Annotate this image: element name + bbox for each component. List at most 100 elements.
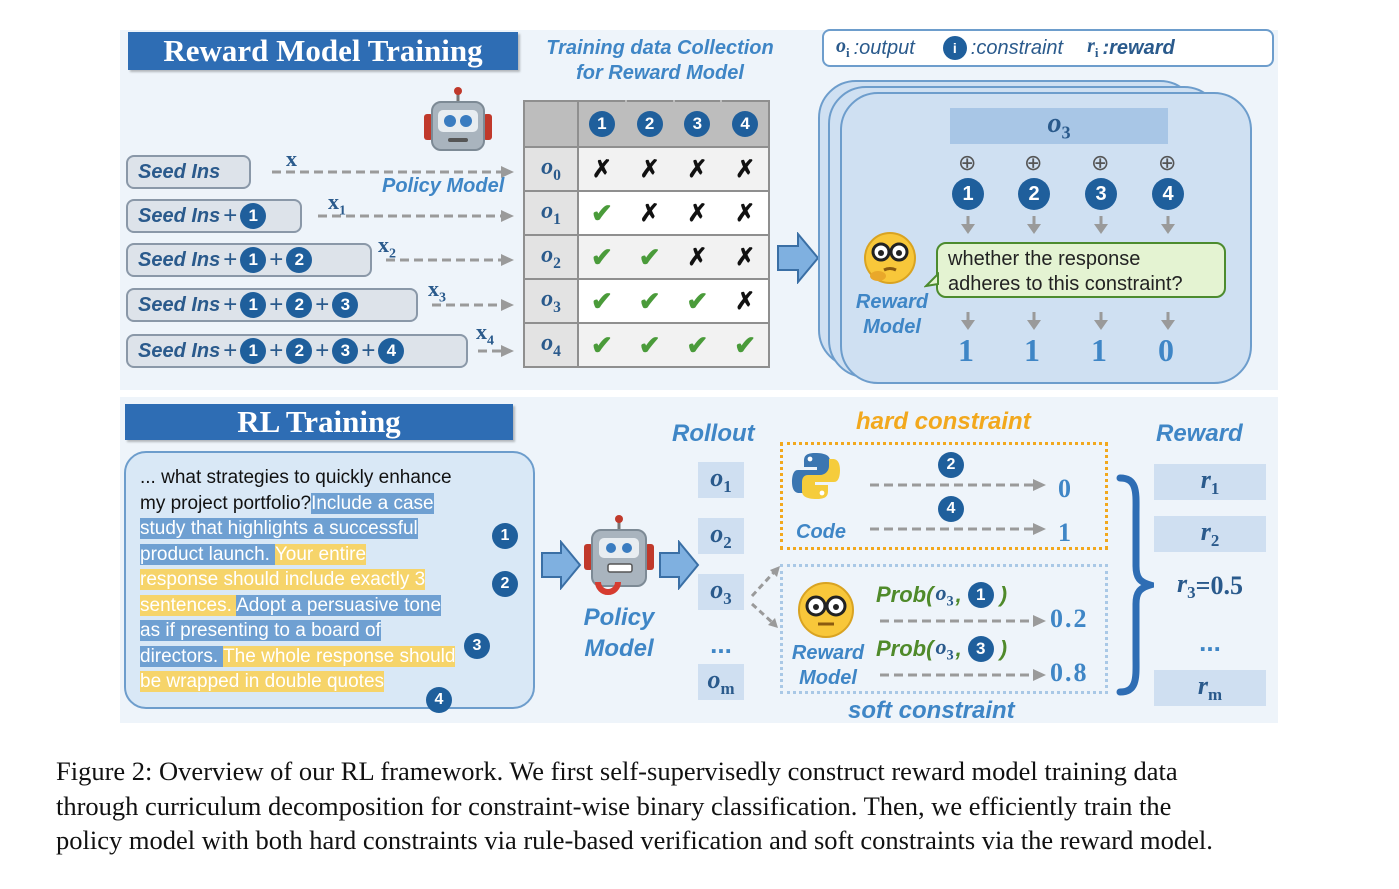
card-reward-model-label: Reward Model <box>855 291 929 338</box>
soft-reward-value: 0.8 <box>1050 658 1089 687</box>
rollout-output-symbol: o2 <box>710 518 732 553</box>
table-output-cell: o4 <box>523 322 579 368</box>
check-icon: ✔ <box>578 278 626 324</box>
legend-reward-text: :reward <box>1102 36 1175 59</box>
cross-icon: ✗ <box>721 278 770 324</box>
check-icon: ✔ <box>673 278 722 324</box>
constraint-number-icon: 1 <box>240 292 267 318</box>
table-header-cell: 2 <box>624 100 675 148</box>
constraint-number-icon: 4 <box>378 338 405 364</box>
caption-line-2: through curriculum decomposition for con… <box>56 790 1172 821</box>
reward-item: rm <box>1154 670 1266 706</box>
soft-reward-model-label: Reward Model <box>791 642 865 689</box>
prompt-text-plain: ... what strategies to quickly enhance <box>140 467 452 488</box>
constraint-result: 0 <box>1158 332 1174 368</box>
reward-value: =0.5 <box>1195 571 1243 600</box>
plus-sign: + <box>223 202 238 229</box>
output-symbol: o2 <box>541 242 561 272</box>
sunglasses-face-icon <box>796 580 856 640</box>
constraint-number-icon: 2 <box>1018 178 1050 210</box>
prompt-text-hard-highlight: Adopt a persuasive tone <box>236 594 442 616</box>
oplus-icon: ⊕ <box>1091 150 1110 175</box>
prompt-text-hard-highlight: product launch. <box>140 543 275 565</box>
prompt-line: study that highlights a successful <box>140 516 418 541</box>
soft-score-arrow <box>880 614 1046 633</box>
seed-instruction-box: Seed Ins+1+2 <box>126 243 372 277</box>
constraint-number-icon: 4 <box>732 111 759 137</box>
policy-robot-icon <box>582 514 656 600</box>
input-arrow <box>386 253 514 272</box>
reward-model-training-title: Reward Model Training <box>128 32 518 70</box>
hard-check-arrow <box>870 478 1046 497</box>
check-icon: ✔ <box>625 234 674 280</box>
rollout-item: o3 <box>698 574 744 610</box>
legend-box: oi :output i :constraint ri :reward <box>822 29 1274 67</box>
reward-item: r3=0.5 <box>1154 568 1266 604</box>
constraint-number-icon: 2 <box>938 452 964 478</box>
rollout-item: o2 <box>698 518 744 554</box>
down-arrow-icon <box>1027 216 1041 239</box>
soft-score-arrow <box>880 668 1046 687</box>
prompt-text-soft-highlight: sentences. <box>140 594 237 616</box>
collection-title: Training data Collection for Reward Mode… <box>546 37 774 84</box>
legend-constraint-text: :constraint <box>970 36 1064 59</box>
constraint-result: 1 <box>1024 332 1040 368</box>
check-icon: ✔ <box>721 322 770 368</box>
table-output-cell: o1 <box>523 190 579 236</box>
check-icon: ✔ <box>673 322 722 368</box>
constraint-number-icon: 4 <box>1152 178 1184 210</box>
seed-ins-label: Seed Ins <box>138 204 221 227</box>
constraint-number-icon: 1 <box>240 338 267 364</box>
constraint-number-icon: 1 <box>967 582 994 609</box>
constraint-marker-icon: 3 <box>464 633 490 659</box>
input-arrow <box>432 298 514 317</box>
prompt-line: response should include exactly 3 <box>140 567 426 592</box>
cross-icon: ✗ <box>673 190 722 236</box>
down-arrow-icon <box>1094 216 1108 239</box>
down-arrow-icon <box>1161 216 1175 239</box>
soft-constraint-title: soft constraint <box>848 697 1015 724</box>
table-header-cell: 3 <box>672 100 723 148</box>
policy-model-label: Policy Model <box>382 175 505 197</box>
reward-brace <box>1116 474 1154 696</box>
output-symbol: o3 <box>935 634 954 664</box>
legend-reward-symbol: ri <box>1087 35 1099 60</box>
oplus-icon: ⊕ <box>1158 150 1177 175</box>
output-symbol: o3 <box>935 580 954 610</box>
plus-sign: + <box>223 291 238 318</box>
constraint-number-icon: 2 <box>286 247 313 273</box>
seed-ins-label: Seed Ins <box>138 160 221 183</box>
prompt-text-soft-highlight: be wrapped in double quotes <box>140 671 385 692</box>
constraint-number-icon: 3 <box>967 636 994 663</box>
output-symbol: o0 <box>541 154 561 184</box>
hard-check-arrow <box>870 522 1046 541</box>
down-arrow-icon <box>961 216 975 239</box>
rollout-branch-arrows <box>750 566 780 628</box>
hard-constraint-title: hard constraint <box>856 408 1031 435</box>
table-output-cell: o2 <box>523 234 579 280</box>
seed-instruction-box: Seed Ins <box>126 155 251 189</box>
legend-constraint-icon: i <box>942 36 967 60</box>
reward-item: r1 <box>1154 464 1266 500</box>
oplus-icon: ⊕ <box>958 150 977 175</box>
table-header-cell: 1 <box>577 100 627 148</box>
plus-sign: + <box>223 246 238 273</box>
constraint-number-icon: 2 <box>286 338 313 364</box>
constraint-marker-icon: 1 <box>492 523 518 549</box>
prompt-line: product launch. Your entire <box>140 542 367 567</box>
prompt-card: ... what strategies to quickly enhance my… <box>124 451 535 713</box>
to-policy-arrow <box>540 539 582 595</box>
cross-icon: ✗ <box>721 146 770 192</box>
prompt-text-plain: my project portfolio? <box>140 492 312 514</box>
down-arrow-icon <box>961 312 975 335</box>
rollout-item: ... <box>710 628 732 659</box>
reward-title: Reward <box>1156 420 1243 447</box>
plus-sign: + <box>269 337 284 364</box>
prompt-text-hard-highlight: as if presenting to a board of <box>140 620 381 641</box>
to-rollout-arrow <box>658 539 700 595</box>
output-symbol: o4 <box>541 330 561 360</box>
prompt-text-hard-highlight: Include a case <box>311 492 434 514</box>
prompt-line: directors. The whole response should <box>140 644 456 669</box>
cross-icon: ✗ <box>578 146 626 192</box>
prompt-text-soft-highlight: response should include exactly 3 <box>140 569 426 590</box>
